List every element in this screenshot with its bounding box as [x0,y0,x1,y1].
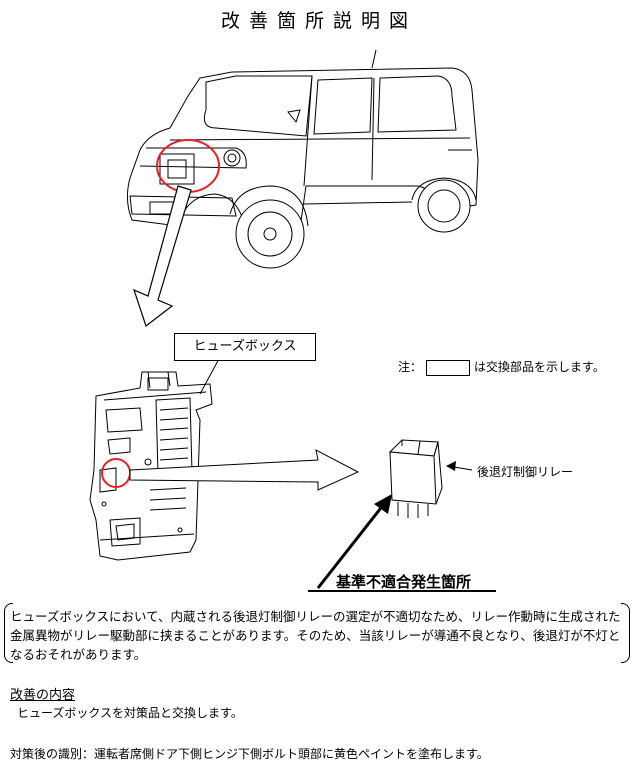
description-bracket [4,603,630,663]
pointer-arrow-1 [133,185,192,327]
relay-label: 後退灯制御リレー [477,465,574,479]
legend-note: 注： は交換部品を示します。 [398,358,605,376]
legend-box [426,359,471,376]
improvement-text: ヒューズボックスを対策品と交換します。 [17,706,243,720]
fuse-box-label: ヒューズボックス [174,333,316,361]
defect-description: ヒューズボックスにおいて、内蔵される後退灯制御リレーの選定が不適切なため、リレー… [10,609,621,662]
nonconformity-underline [308,590,496,592]
improvement-heading: 改善の内容 [10,688,76,703]
fuse-box-drawing [89,371,213,561]
page-title: 改善箇所説明図 [220,10,417,32]
legend-note-text: は交換部品を示します。 [474,360,605,374]
bracket-left [4,603,13,663]
legend-note-prefix: 注： [398,360,423,374]
nonconformity-label: 基準不適合発生箇所 [336,573,472,591]
car-illustration [126,49,479,269]
pointer-arrow-2 [129,449,360,491]
identification-text: 対策後の識別：運転者席側ドア下側ヒンジ下側ボルト頭部に黄色ペイントを塗布します。 [10,747,489,761]
relay-drawing [388,439,443,518]
